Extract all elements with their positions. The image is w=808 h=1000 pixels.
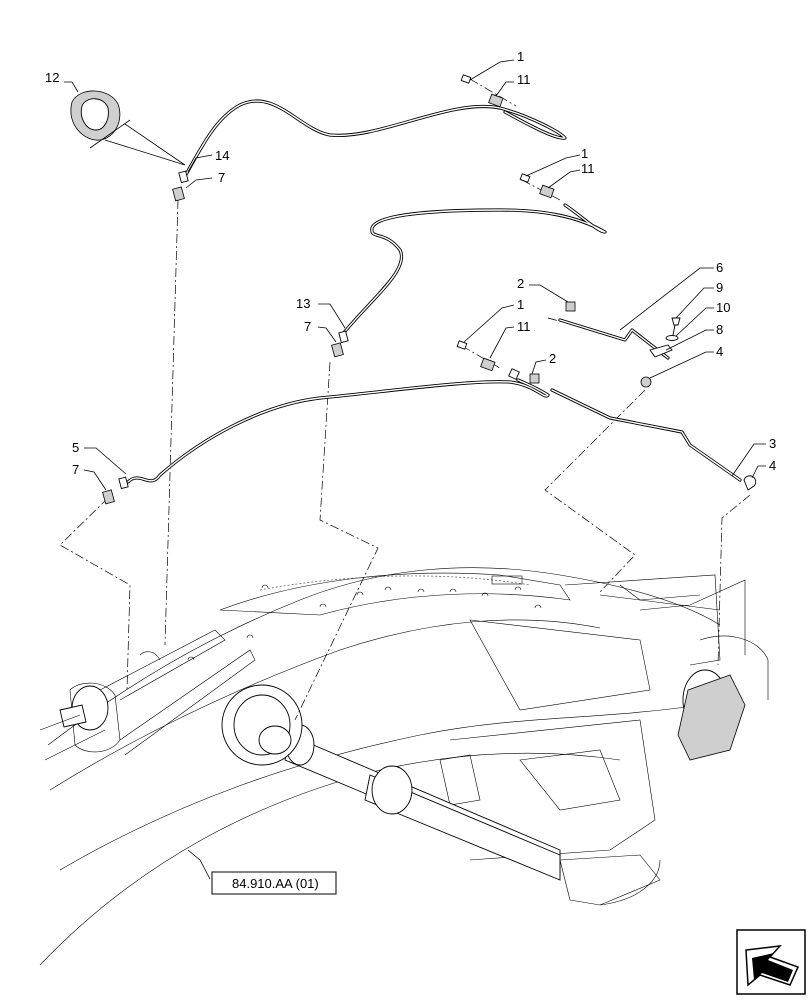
elbow-fitting-icon [529,373,540,384]
boom-bolt-markers [187,575,542,661]
clamp-icon [640,376,652,388]
adapter-fitting-icon [480,93,555,372]
bolt-icon [671,317,681,336]
boom-structure [39,567,769,966]
bracket-icon [649,344,673,358]
callout-14: 14 [215,148,229,163]
callout-11-lower: 11 [517,319,531,334]
arrow-forward-icon[interactable] [736,929,806,995]
assembly-leader-lines [59,78,751,721]
cross-reference-box[interactable]: 84.910.AA (01) [211,871,337,895]
callout-5: 5 [72,440,79,455]
callout-12: 12 [45,70,59,85]
callout-11-top: 11 [517,72,531,87]
protective-sleeve-icon [70,90,121,141]
callout-2-upper: 2 [517,276,524,291]
callout-1-lower: 1 [517,297,524,312]
callout-7-top: 7 [218,170,225,185]
callout-leaders [64,59,766,880]
washer-icon [665,335,679,341]
grease-nipple-icon [456,74,531,350]
callout-1-mid: 1 [581,146,588,161]
callout-4-lower: 4 [769,458,776,473]
fittings [70,74,757,505]
callout-2-lower: 2 [549,351,556,366]
callout-4-upper: 4 [716,344,723,359]
callout-7-mid: 7 [304,319,311,334]
callout-8: 8 [716,322,723,337]
callout-7-lower: 7 [72,462,79,477]
callout-9: 9 [716,280,723,295]
cross-reference-label[interactable]: 84.910.AA (01) [232,876,319,891]
callout-13: 13 [296,296,310,311]
grease-hoses [126,99,742,484]
connector-fitting-icon [102,170,349,505]
callout-3: 3 [769,436,776,451]
callout-1-top: 1 [517,49,524,64]
clamp-icon [743,475,757,491]
elbow-fitting-icon [565,301,576,312]
callout-10: 10 [716,300,730,315]
callout-11-mid: 11 [581,161,595,176]
callout-labels: 12 14 7 1 11 1 11 6 9 10 8 4 2 1 11 2 13… [45,49,776,477]
callout-6: 6 [716,260,723,275]
